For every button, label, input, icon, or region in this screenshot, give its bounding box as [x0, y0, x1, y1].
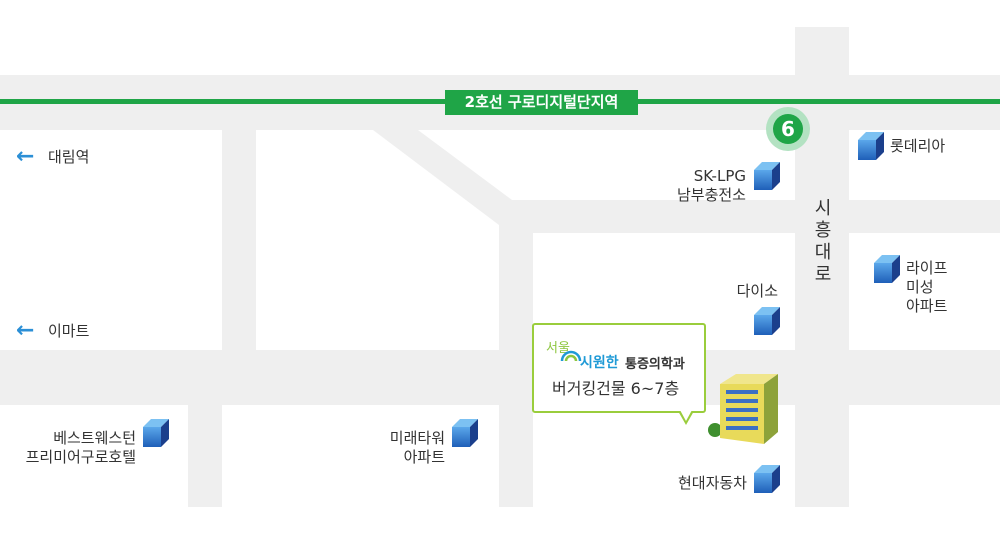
building-cube-icon — [858, 132, 884, 160]
landmark-daiso: 다이소 — [736, 282, 778, 300]
landmark-line: 라이프 — [906, 259, 948, 277]
direction-emart: 이마트 — [48, 322, 90, 340]
station-label: 2호선 구로디지털단지역 — [445, 90, 638, 115]
road-side-1 — [222, 130, 256, 350]
landmark-bestwestern: 베스트웨스턴 프리미어구로호텔 — [10, 429, 136, 467]
arrow-left-icon: ← — [16, 318, 35, 343]
clinic-location: 버거킹건물 6~7층 — [552, 379, 680, 398]
landmark-line: 아파트 — [906, 297, 948, 315]
landmark-line: 남부충전소 — [676, 186, 746, 204]
building-cube-icon — [874, 255, 900, 283]
callout-pointer-inner — [680, 410, 692, 421]
landmark-line: 미래타워 — [389, 429, 445, 447]
building-cube-icon — [754, 162, 780, 190]
road-side-4 — [510, 200, 1000, 233]
clinic-name: 통증의학과 — [625, 357, 685, 372]
landmark-line: 베스트웨스턴 — [53, 429, 136, 447]
clinic-building-icon — [708, 374, 778, 444]
landmark-line: 프리미어구로호텔 — [25, 448, 136, 466]
arrow-left-icon: ← — [16, 144, 35, 169]
logo-swirl-icon — [560, 350, 582, 362]
direction-daerim: 대림역 — [48, 148, 90, 166]
road-siheung-daero — [795, 27, 849, 507]
landmark-line: SK-LPG — [693, 167, 746, 185]
road-side-2 — [188, 405, 222, 507]
building-cube-icon — [143, 419, 169, 447]
exit-number: 6 — [773, 114, 803, 144]
landmark-mirae: 미래타워 아파트 — [360, 429, 445, 467]
landmark-line: 미성 — [906, 278, 934, 296]
road-diagonal — [373, 130, 512, 233]
landmark-lotteria: 롯데리아 — [890, 137, 946, 155]
road-name: 시흥대로 — [811, 198, 832, 286]
road-side-3 — [499, 225, 533, 507]
landmark-hyundai: 현대자동차 — [677, 474, 747, 492]
building-cube-icon — [452, 419, 478, 447]
logo-brand: 시원한 — [580, 355, 619, 371]
landmark-sk-lpg: SK-LPG 남부충전소 — [660, 167, 746, 205]
landmark-life-apt: 라이프 미성 아파트 — [906, 259, 947, 316]
landmark-line: 아파트 — [403, 448, 445, 466]
building-cube-icon — [754, 465, 780, 493]
exit-marker: 6 — [766, 107, 810, 151]
logo-seoul-text: 서울 — [546, 341, 570, 356]
building-cube-icon — [754, 307, 780, 335]
clinic-callout: 서울 시원한 통증의학과 버거킹건물 6~7층 — [532, 323, 706, 425]
